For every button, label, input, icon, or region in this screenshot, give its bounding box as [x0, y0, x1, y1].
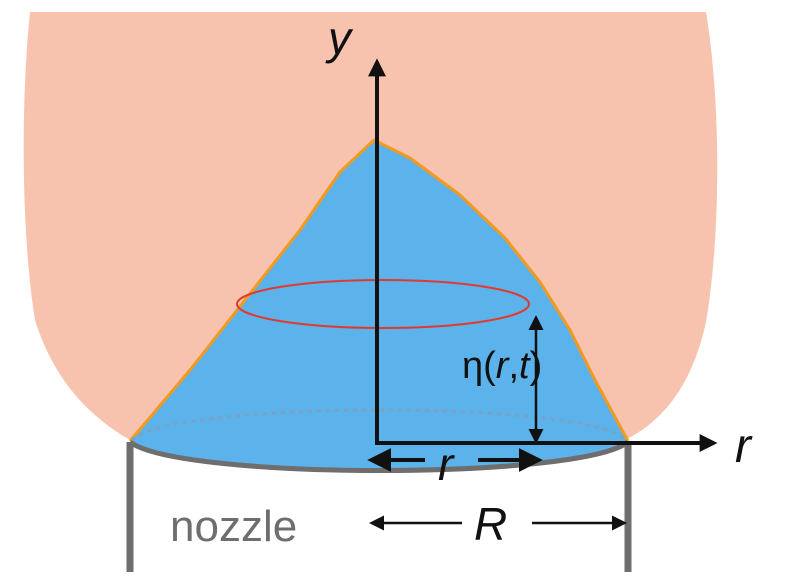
r-axis-label: r: [735, 420, 753, 473]
ring-ellipse: [236, 279, 530, 329]
radius-big-label: R: [474, 498, 507, 550]
interface-curve: [128, 138, 630, 442]
nozzle-label: nozzle: [170, 502, 297, 551]
y-axis-label: y: [325, 12, 354, 64]
eta-label: η(r,t): [462, 345, 542, 387]
base-ellipse-dotted: [130, 408, 628, 442]
radius-small-label: r: [438, 438, 455, 490]
